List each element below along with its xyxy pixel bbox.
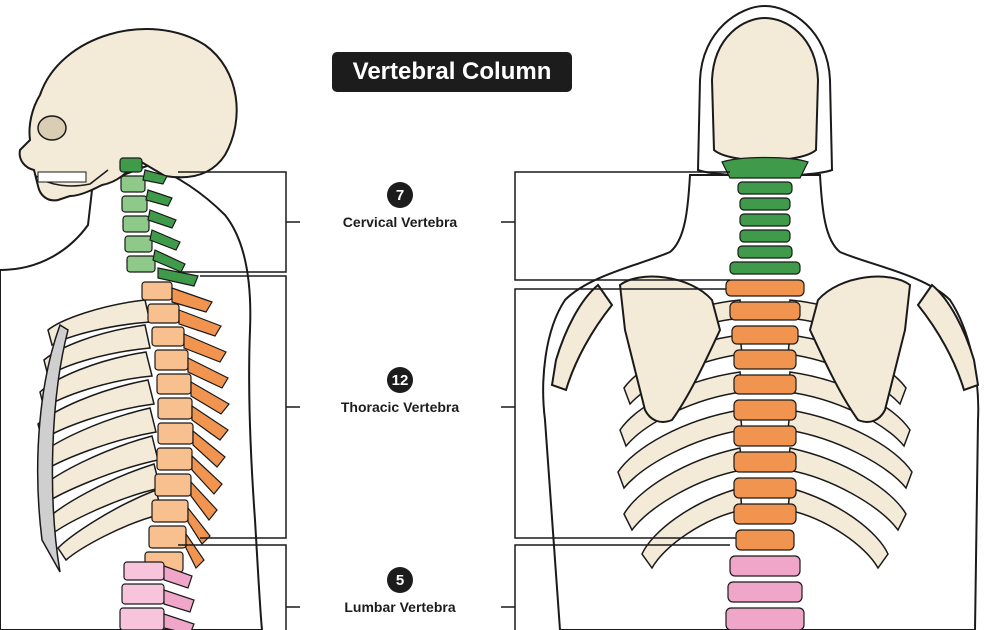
side-cervical-vertebrae: [119, 157, 199, 287]
side-view-figure: [0, 28, 264, 630]
region-brackets: [178, 171, 736, 630]
side-thoracic-vertebrae: [141, 281, 230, 573]
bracket-lumbar-left: [178, 544, 300, 630]
back-humerus-right: [916, 283, 980, 392]
bracket-lumbar-right: [501, 544, 730, 630]
side-lumbar-vertebrae: [119, 561, 195, 630]
back-scapula-right: [808, 275, 912, 423]
side-eye-socket: [37, 115, 67, 141]
lumbar-count-badge: 5: [387, 567, 413, 593]
side-teeth: [37, 171, 87, 183]
bracket-thoracic-left: [200, 275, 300, 539]
bracket-thoracic-right: [501, 288, 736, 539]
back-cervical-vertebrae: [721, 156, 809, 275]
back-thoracic-vertebrae: [725, 279, 805, 551]
cervical-count-badge: 7: [387, 182, 413, 208]
lumbar-label: Lumbar Vertebra: [344, 599, 456, 615]
diagram-title: Vertebral Column: [332, 52, 572, 92]
back-lumbar-vertebrae: [725, 555, 805, 630]
back-rib-cage: [617, 299, 913, 570]
bracket-cervical-right: [501, 171, 730, 281]
back-skull: [710, 16, 820, 162]
bracket-cervical-left: [178, 171, 300, 273]
thoracic-count-badge: 12: [387, 367, 413, 393]
back-humerus-left: [550, 283, 614, 392]
cervical-label: Cervical Vertebra: [342, 214, 458, 230]
back-scapula-left: [618, 275, 722, 423]
side-sternum-cartilage: [36, 323, 69, 573]
back-view-figure: [542, 4, 980, 630]
thoracic-label: Thoracic Vertebra: [340, 399, 460, 415]
